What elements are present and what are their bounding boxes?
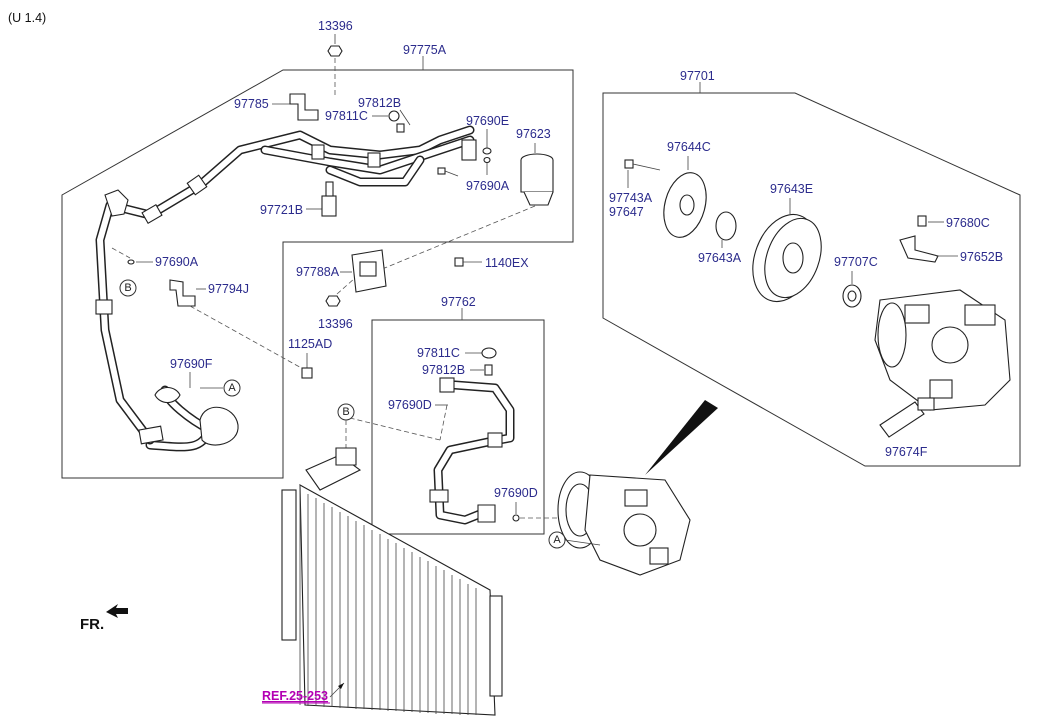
condenser-icon: [281, 447, 503, 716]
part-label-97775a[interactable]: 97775A: [403, 43, 447, 57]
pressure-switch-icon: [321, 181, 337, 217]
compressor-body-icon: [874, 289, 1011, 411]
callout-a-bottom-label: A: [553, 534, 561, 546]
bolt-small-icon: [437, 167, 459, 177]
part-label-97721b[interactable]: 97721B: [260, 203, 303, 217]
callout-b-left: [119, 279, 137, 297]
snap-ring-icon: [715, 211, 737, 241]
part-label-97811c-mid[interactable]: 97811C: [417, 346, 460, 360]
front-arrow-icon: [106, 604, 128, 618]
coil-97707c-icon: [842, 284, 862, 308]
variant-label: (U 1.4): [8, 11, 46, 25]
pulley-icon: [752, 213, 822, 303]
screw-97680c-icon: [917, 215, 927, 227]
part-label-97690e[interactable]: 97690E: [466, 114, 509, 128]
cap-97811c-top-icon: [388, 110, 400, 122]
part-label-97690a-right[interactable]: 97690A: [466, 179, 510, 193]
part-label-97812b-top[interactable]: 97812B: [358, 96, 401, 110]
bracket-97794j-icon: [169, 279, 196, 307]
bracket-97652b-icon: [899, 235, 939, 263]
nut-13396-mid-icon: [325, 295, 341, 307]
bolt-1140ex-icon: [454, 257, 482, 267]
group-97762-frame: [371, 319, 545, 535]
nut-13396-top-icon: [327, 45, 343, 57]
bracket-97785-icon: [289, 93, 319, 121]
fitting-block-icon: [461, 139, 477, 161]
part-label-97707c[interactable]: 97707C: [834, 255, 878, 269]
part-label-97643a[interactable]: 97643A: [698, 251, 742, 265]
part-label-97644c[interactable]: 97644C: [667, 140, 711, 154]
indicator-wedge-icon: [645, 400, 718, 475]
part-label-97643e[interactable]: 97643E: [770, 182, 813, 196]
discharge-hose: [429, 377, 515, 525]
part-label-97788a[interactable]: 97788A: [296, 265, 340, 279]
muffler-icon: [154, 386, 239, 446]
sensor-97674f-icon: [879, 397, 935, 438]
compressor-assembly-icon: [557, 471, 691, 576]
part-label-97701[interactable]: 97701: [680, 69, 715, 83]
part-label-97690f[interactable]: 97690F: [170, 357, 213, 371]
part-label-97690d-left[interactable]: 97690D: [388, 398, 432, 412]
oring-97690e-icon: [482, 147, 492, 155]
part-label-13396-mid[interactable]: 13396: [318, 317, 353, 331]
callout-a-left: [223, 379, 241, 397]
oring-97690d-right-icon: [512, 514, 520, 522]
part-label-97794j[interactable]: 97794J: [208, 282, 249, 296]
part-label-97762[interactable]: 97762: [441, 295, 476, 309]
part-label-97680c[interactable]: 97680C: [946, 216, 990, 230]
group-97775a-frame: [61, 69, 574, 479]
part-label-97674f[interactable]: 97674F: [885, 445, 928, 459]
part-label-97785[interactable]: 97785: [234, 97, 269, 111]
callout-b-left-label: B: [124, 282, 131, 294]
part-label-97623[interactable]: 97623: [516, 127, 551, 141]
part-label-97690a-left[interactable]: 97690A: [155, 255, 199, 269]
valve-97812b-top-icon: [396, 123, 405, 133]
group-97701-frame: [602, 92, 1021, 467]
cap-97811c-mid-icon: [481, 347, 497, 359]
front-direction-label: FR.: [80, 616, 104, 633]
callout-b-bottom-label: B: [342, 406, 349, 418]
callout-a-left-label: A: [228, 382, 236, 394]
part-label-97743a[interactable]: 97743A: [609, 191, 653, 205]
part-label-97811c-top[interactable]: 97811C: [325, 109, 368, 123]
oring-97690a-right-icon: [483, 156, 491, 164]
clutch-hub-icon: [663, 172, 707, 238]
valve-97812b-mid-icon: [484, 364, 493, 376]
oring-97690a-left-icon: [127, 259, 135, 265]
bolt-97743a-icon: [624, 159, 661, 171]
part-label-1125ad[interactable]: 1125AD: [288, 337, 332, 351]
part-label-97652b[interactable]: 97652B: [960, 250, 1003, 264]
part-label-97812b-mid[interactable]: 97812B: [422, 363, 465, 377]
receiver-dryer-icon: [520, 153, 554, 206]
mount-97788a-icon: [351, 249, 387, 293]
part-label-13396-top[interactable]: 13396: [318, 19, 353, 33]
part-label-97647[interactable]: 97647: [609, 205, 644, 219]
bolt-1125ad-icon: [301, 367, 313, 379]
part-label-97690d-right[interactable]: 97690D: [494, 486, 538, 500]
part-label-1140ex[interactable]: 1140EX: [485, 256, 529, 270]
reference-link[interactable]: REF.25-253: [262, 689, 328, 703]
